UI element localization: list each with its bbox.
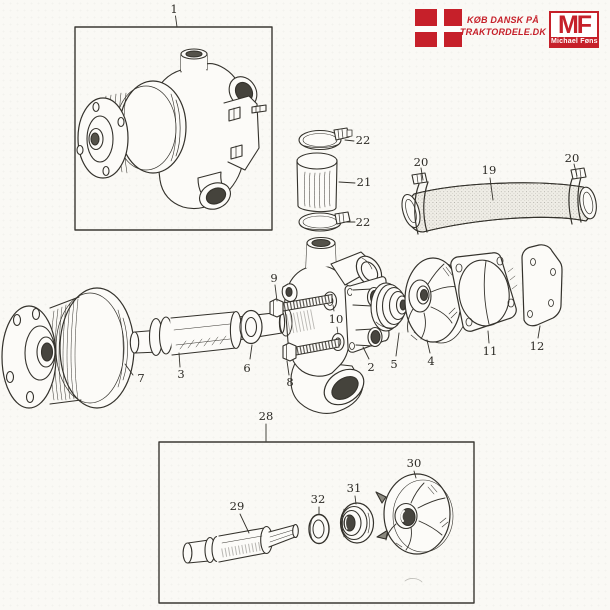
short-bolt-drawing [282, 338, 340, 376]
mf-logo: MF Michael Føns [549, 11, 599, 48]
part-label-22-lower: 22 [356, 215, 371, 229]
part-label-12: 12 [530, 339, 545, 353]
bypass-clamp-lower-drawing [298, 211, 356, 232]
part-label-20-left: 20 [414, 155, 429, 169]
kit-impeller-drawing [375, 470, 454, 555]
bypass-hose-drawing [296, 152, 356, 213]
part-label-32: 32 [311, 492, 326, 506]
inset-box-repair-kit [158, 423, 475, 604]
seal-drawing [370, 282, 409, 357]
leader-line-11 [487, 330, 490, 344]
danish-flag-icon [415, 9, 462, 47]
flag-cross-horizontal [415, 26, 462, 32]
part-label-1: 1 [170, 2, 177, 16]
leader-line-19 [489, 177, 494, 201]
long-bolt-drawing [269, 284, 333, 318]
part-label-11: 11 [483, 344, 498, 358]
tagline-line1: KØB DANSK PÅ [467, 15, 539, 25]
slinger-washer-drawing [239, 309, 263, 360]
bearing-shaft-drawing [129, 310, 286, 368]
leader-line-4 [426, 339, 431, 354]
leader-line-6 [249, 344, 253, 360]
leader-line-12 [537, 325, 541, 339]
part-label-22-upper: 22 [356, 133, 371, 147]
mf-logo-initials: MF [557, 11, 592, 39]
leader-line-9 [274, 284, 278, 302]
part-label-30: 30 [407, 456, 422, 470]
inset-box-1-border [74, 26, 273, 231]
inset-box-28-border [158, 441, 475, 604]
part-label-9: 9 [270, 271, 277, 285]
leader-line-7 [124, 363, 134, 376]
kit-shaft-drawing [182, 513, 299, 564]
tagline-line2: TRAKTORDELE.DK [459, 27, 547, 37]
scan-smudge [404, 578, 423, 583]
kit-washer-drawing [308, 506, 330, 545]
gasket-drawing [450, 252, 518, 344]
leader-line-30 [413, 470, 417, 479]
leader-line-2 [362, 346, 370, 360]
leader-line-10a [332, 304, 335, 312]
top-hose-clamp-right-drawing [568, 163, 587, 225]
mf-logo-name: Michael Føns [551, 37, 598, 47]
kit-seal-drawing [339, 495, 375, 544]
part-label-6: 6 [243, 361, 250, 375]
leader-line-8 [286, 360, 290, 376]
part-label-29: 29 [230, 499, 245, 513]
part-label-19: 19 [482, 163, 497, 177]
top-hose-clamp-left-drawing [411, 167, 429, 235]
part-label-28: 28 [259, 409, 274, 423]
inset-box-assembled-pump [74, 15, 273, 231]
leader-line-29 [239, 513, 250, 534]
part-label-5: 5 [390, 357, 397, 371]
part-label-8: 8 [286, 375, 293, 389]
leader-line-3 [178, 352, 181, 368]
pulley-drawing [1, 287, 135, 409]
bypass-hose-stack [296, 127, 356, 232]
leader-line-1 [175, 15, 178, 28]
part-label-21: 21 [357, 175, 372, 189]
top-hose-drawing [401, 163, 597, 235]
leader-line-10b [336, 326, 339, 335]
part-label-3: 3 [177, 367, 184, 381]
leader-line-5 [395, 332, 400, 357]
assembled-pump-drawing [76, 48, 267, 210]
leader-line-31 [354, 495, 357, 505]
part-label-10: 10 [329, 312, 344, 326]
part-label-4: 4 [427, 354, 434, 368]
bypass-clamp-upper-drawing [298, 127, 355, 151]
back-plate-drawing [521, 244, 563, 339]
part-label-20-right: 20 [565, 151, 580, 165]
part-label-31: 31 [347, 481, 362, 495]
part-label-7: 7 [137, 371, 144, 385]
part-label-2: 2 [367, 360, 374, 374]
shop-tagline: KØB DANSK PÅ TRAKTORDELE.DK [458, 14, 548, 38]
